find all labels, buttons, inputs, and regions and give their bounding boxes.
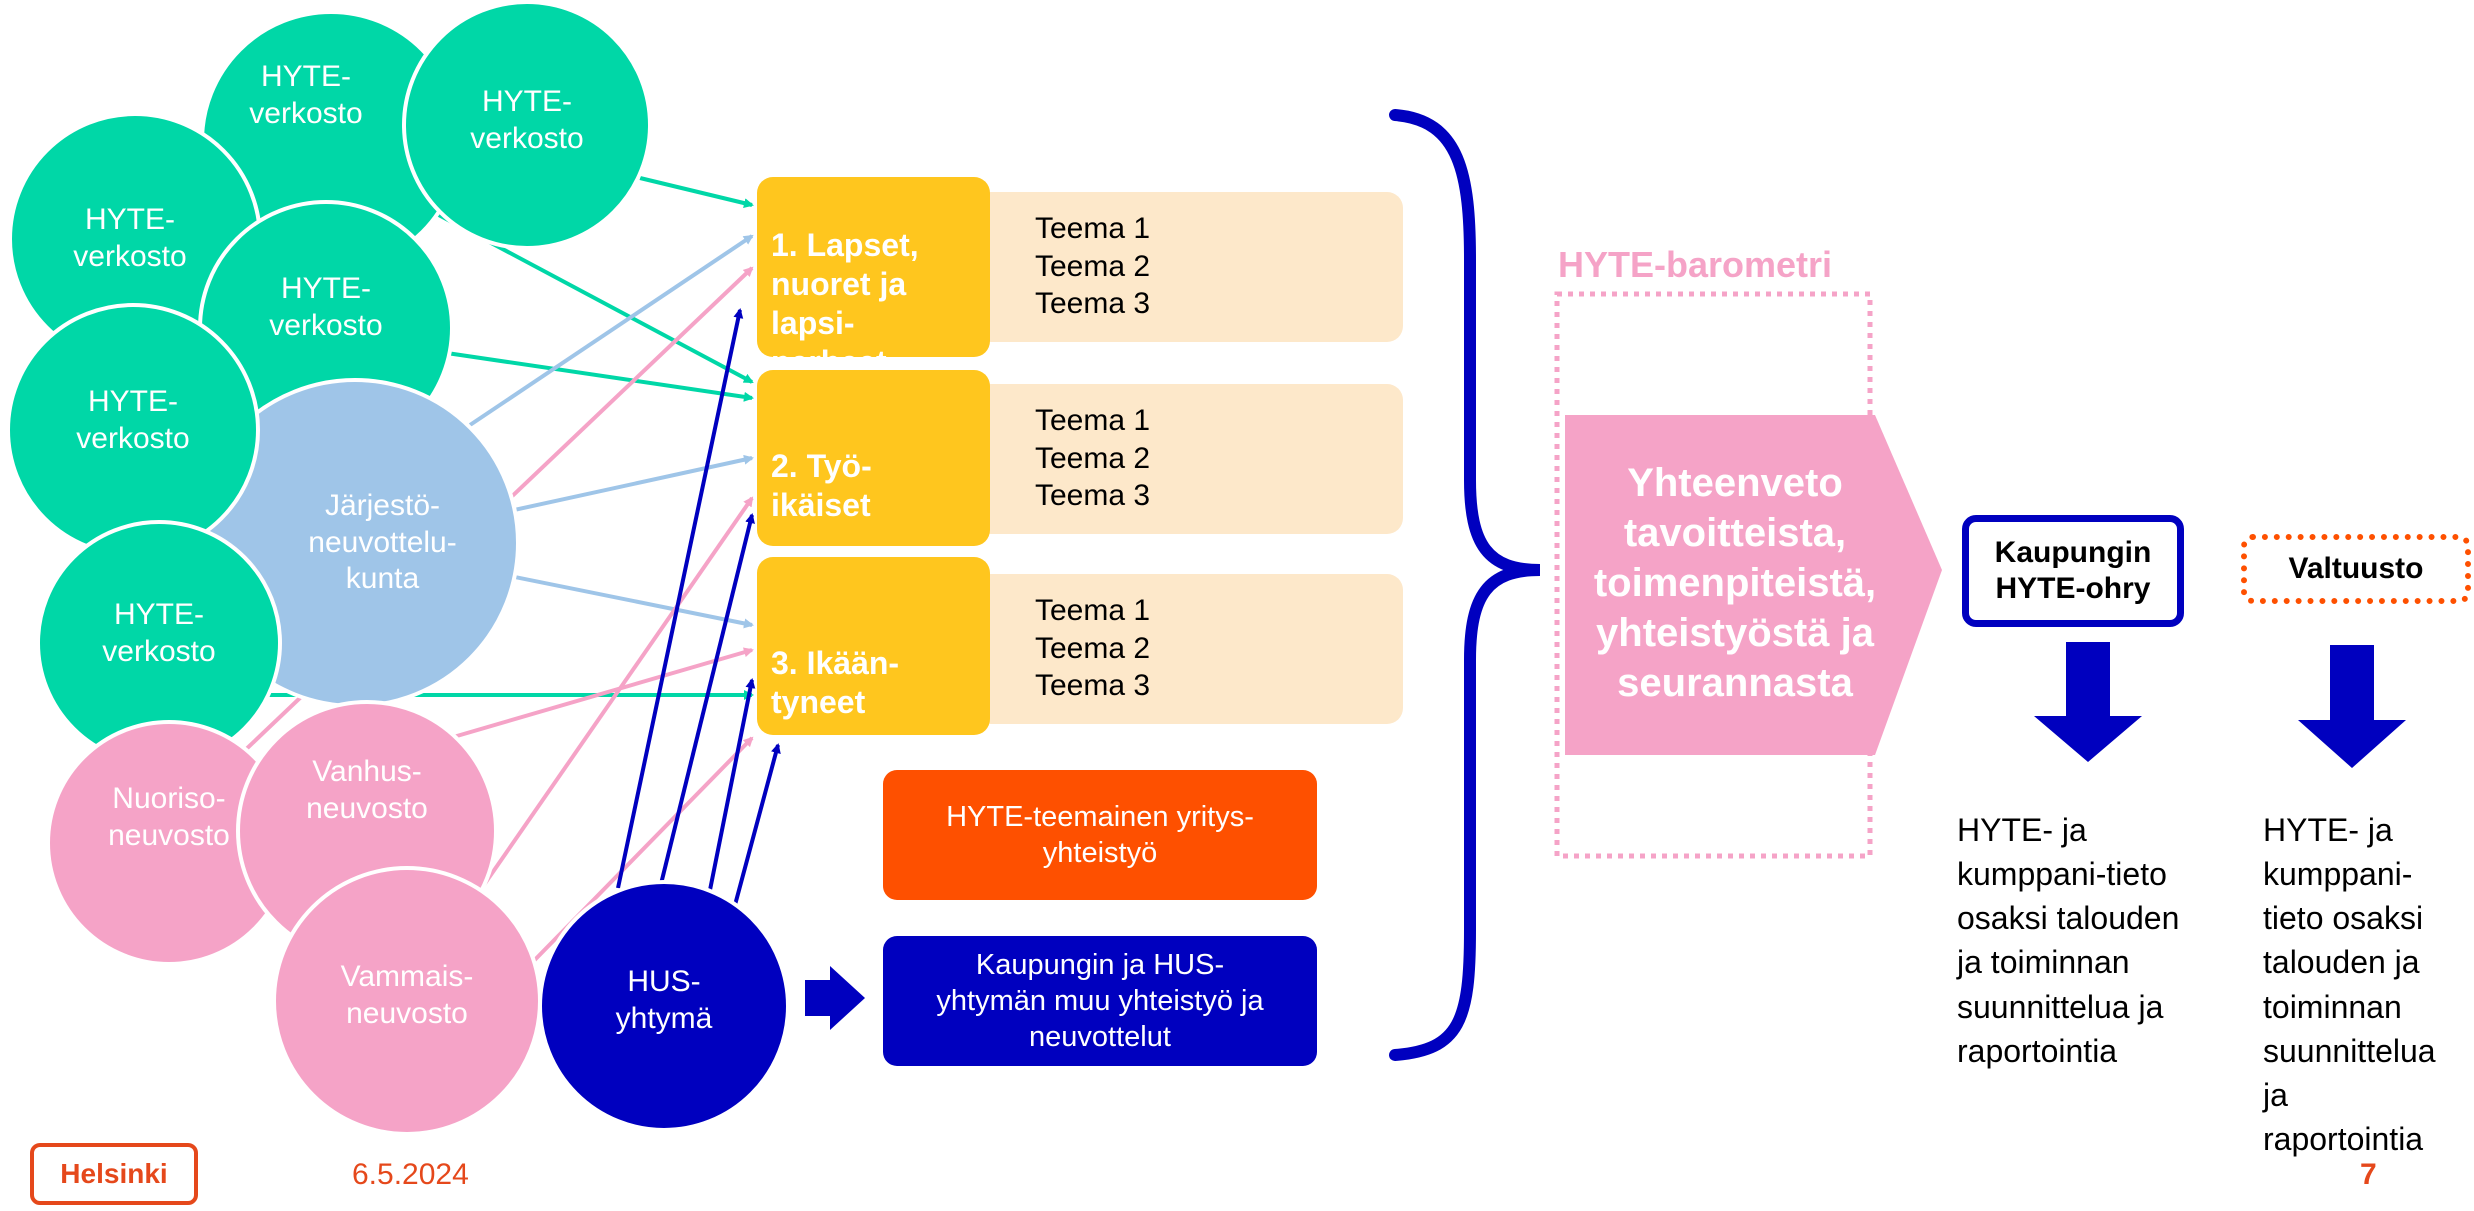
theme-box-1: Teema 1 Teema 2 Teema 3 <box>975 192 1403 342</box>
hyte-network-circle-5: HYTE- verkosto <box>6 303 260 557</box>
theme-item: Teema 2 <box>1035 631 1151 665</box>
group-box-working-age: 2. Työ- ikäiset <box>757 370 990 546</box>
theme-item: Teema 2 <box>1035 249 1151 283</box>
arrow-blue-3 <box>504 573 754 629</box>
theme-item: Teema 1 <box>1035 212 1151 245</box>
hus-cooperation-label: Kaupungin ja HUS- yhtymän muu yhteistyö … <box>936 948 1264 1054</box>
helsinki-logo-text: Helsinki <box>60 1158 168 1189</box>
summary-arrow-shape <box>1565 415 1942 755</box>
arrow-blue-1 <box>468 234 754 427</box>
theme-item: Teema 3 <box>1035 479 1151 512</box>
group-box-children: 1. Lapset, nuoret ja lapsi- perheet <box>757 177 990 380</box>
business-cooperation-label: HYTE-teemainen yritys- yhteistyö <box>946 800 1254 869</box>
barometer-frame <box>1554 291 1873 859</box>
network-label: HYTE- verkosto <box>76 385 190 455</box>
theme-item: Teema 3 <box>1035 287 1151 320</box>
network-label: HYTE- verkosto <box>249 60 363 130</box>
helsinki-logo: Helsinki <box>30 1143 198 1205</box>
network-label: Järjestö- neuvottelu- kunta <box>308 489 457 596</box>
page-number: 7 <box>2360 1158 2377 1191</box>
network-label: HYTE- verkosto <box>102 598 216 668</box>
arrow-navy-3 <box>708 678 756 891</box>
down-arrow-ohry <box>2034 642 2142 762</box>
arrow-pink-3 <box>468 496 754 907</box>
network-label: HYTE- verkosto <box>73 203 187 273</box>
network-label: Vammais- neuvosto <box>340 960 474 1030</box>
hus-circle: HUS- yhtymä <box>538 880 790 1132</box>
group-label: 3. Ikään- tyneet <box>771 645 900 721</box>
arrow-green-1 <box>639 176 754 208</box>
network-label: HUS- yhtymä <box>615 965 713 1035</box>
theme-box-2: Teema 1 Teema 2 Teema 3 <box>975 384 1403 534</box>
curly-brace <box>1389 109 1541 1061</box>
theme-item: Teema 1 <box>1035 404 1151 437</box>
ohry-result-text: HYTE- ja kumppani-tieto osaksi talouden … <box>1957 812 2180 1069</box>
theme-item: Teema 1 <box>1035 594 1151 627</box>
hus-small-arrow <box>805 966 865 1030</box>
valtuusto-box: Valtuusto <box>2241 534 2471 604</box>
arrow-pink-2 <box>449 647 754 740</box>
barometer-summary: Yhteenveto tavoitteista, toimenpiteistä,… <box>1593 461 1877 705</box>
ohry-label: Kaupungin HYTE-ohry <box>1994 536 2152 605</box>
network-label: Vanhus- neuvosto <box>306 755 428 825</box>
valtuusto-result-text: HYTE- ja kumppani- tieto osaksi talouden… <box>2263 812 2436 1158</box>
down-arrow-valtuusto <box>2298 645 2406 768</box>
arrow-blue-2 <box>504 454 754 514</box>
arrow-navy-1 <box>616 308 744 889</box>
hus-cooperation-box: Kaupungin ja HUS- yhtymän muu yhteistyö … <box>883 936 1317 1066</box>
ohry-box: Kaupungin HYTE-ohry <box>1962 515 2184 627</box>
business-cooperation-box: HYTE-teemainen yritys- yhteistyö <box>883 770 1317 900</box>
theme-item: Teema 2 <box>1035 441 1151 475</box>
barometer-title: HYTE-barometri <box>1558 244 1833 285</box>
hyte-network-circle-2: HYTE- verkosto <box>402 0 652 250</box>
theme-box-3: Teema 1 Teema 2 Teema 3 <box>975 574 1403 724</box>
arrow-navy-2 <box>658 513 755 889</box>
network-label: Nuoriso- neuvosto <box>108 782 230 852</box>
arrow-green-3 <box>439 350 754 402</box>
valtuusto-label: Valtuusto <box>2288 552 2424 585</box>
network-label: HYTE- verkosto <box>269 272 383 342</box>
group-box-elderly: 3. Ikään- tyneet <box>757 557 990 735</box>
footer-date: 6.5.2024 <box>352 1158 469 1191</box>
network-label: HYTE- verkosto <box>470 85 584 155</box>
arrow-navy-4 <box>733 743 781 906</box>
theme-item: Teema 3 <box>1035 669 1151 702</box>
vammais-circle: Vammais- neuvosto <box>272 866 542 1136</box>
group-label: 2. Työ- ikäiset <box>771 448 872 524</box>
